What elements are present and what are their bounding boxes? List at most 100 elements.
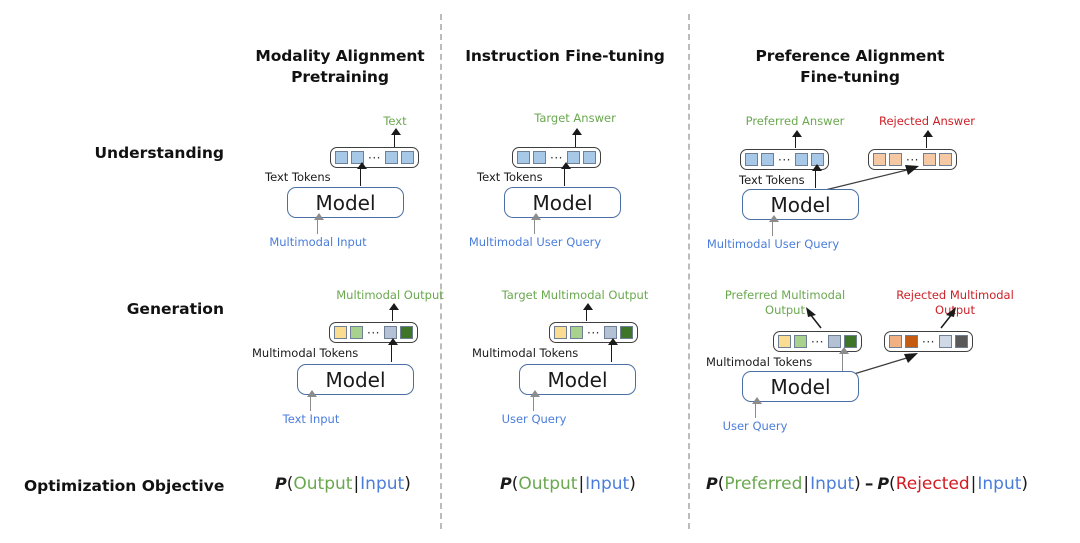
understanding-col3-rejected-token-strip: ··· bbox=[868, 149, 957, 170]
objective-formula-col2: P(Output|Input) bbox=[500, 474, 636, 494]
arrow-input-to-model bbox=[530, 213, 541, 234]
token-ellipsis: ··· bbox=[906, 152, 919, 167]
objective-output-term: Output bbox=[293, 474, 353, 494]
objective-p-symbol: P bbox=[500, 474, 512, 493]
objective-output-term: Output bbox=[518, 474, 578, 494]
understanding-col3-rejected-label: Rejected Answer bbox=[878, 114, 976, 128]
objective-close-paren: ) bbox=[404, 474, 411, 494]
generation-col1-input-label: Text Input bbox=[282, 412, 340, 426]
generation-col2-tokens-label: Multimodal Tokens bbox=[472, 346, 579, 360]
understanding-col3-model-box: Model bbox=[742, 189, 859, 220]
column-divider-2 bbox=[688, 14, 690, 529]
token-ellipsis: ··· bbox=[368, 150, 381, 165]
row-label-generation: Generation bbox=[126, 300, 224, 318]
token bbox=[400, 151, 414, 164]
generation-col3-rejected-token-strip: ··· bbox=[884, 331, 973, 352]
objective-conditional-bar-1: | bbox=[803, 474, 810, 494]
token bbox=[582, 151, 596, 164]
generation-col1-model-box: Model bbox=[297, 364, 414, 395]
token-ellipsis: ··· bbox=[367, 325, 380, 340]
column-title-instruction-fine-tuning: Instruction Fine-tuning bbox=[450, 46, 680, 67]
generation-col3-preferred-token-strip: ··· bbox=[773, 331, 862, 352]
token-ellipsis: ··· bbox=[550, 150, 563, 165]
arrow-model-to-tokens bbox=[387, 338, 398, 362]
token bbox=[794, 153, 808, 166]
token bbox=[384, 151, 398, 164]
token bbox=[570, 326, 583, 339]
arrow-tokens-to-preferred bbox=[791, 130, 802, 148]
arrow-model-to-rejected-tokens bbox=[816, 165, 919, 193]
column-title-modality-alignment-pretraining: Modality Alignment Pretraining bbox=[240, 46, 440, 88]
column-title-line1: Instruction Fine-tuning bbox=[465, 47, 665, 65]
generation-col3-model-box: Model bbox=[742, 371, 859, 402]
token bbox=[922, 153, 936, 166]
objective-minus-operator: – bbox=[864, 474, 874, 494]
column-title-line2: Fine-tuning bbox=[800, 68, 900, 86]
generation-col2-model-box: Model bbox=[519, 364, 636, 395]
arrow-tokens-to-output bbox=[582, 303, 593, 321]
arrow-model-to-preferred-tokens bbox=[838, 347, 849, 371]
objective-conditional-bar: | bbox=[578, 474, 585, 494]
understanding-col3-preferred-label: Preferred Answer bbox=[745, 114, 845, 128]
understanding-col1-input-label: Multimodal Input bbox=[269, 235, 367, 249]
objective-open-paren: ( bbox=[286, 474, 294, 494]
arrow-input-to-model bbox=[529, 390, 540, 411]
arrow-model-to-preferred-tokens bbox=[811, 164, 822, 188]
row-label-optimization-objective: Optimization Objective bbox=[24, 477, 225, 495]
arrow-input-to-model bbox=[313, 213, 324, 234]
token-ellipsis: ··· bbox=[778, 152, 791, 167]
token bbox=[889, 153, 902, 166]
token-ellipsis: ··· bbox=[922, 334, 935, 349]
objective-close-paren-1: ) bbox=[854, 474, 861, 494]
generation-col2-output-label: Target Multimodal Output bbox=[501, 288, 649, 302]
generation-col2-input-label: User Query bbox=[501, 412, 567, 426]
column-divider-1 bbox=[440, 14, 442, 529]
objective-close-paren: ) bbox=[629, 474, 636, 494]
objective-input-term: Input bbox=[585, 474, 630, 494]
generation-col3-rejected-label-line1: Rejected Multimodal bbox=[896, 288, 1014, 302]
arrow-tokens-to-rejected-output bbox=[940, 307, 956, 329]
understanding-col3-preferred-token-strip: ··· bbox=[740, 149, 829, 170]
generation-col1-token-strip: ··· bbox=[329, 322, 418, 343]
token bbox=[533, 151, 546, 164]
token bbox=[794, 335, 807, 348]
token bbox=[619, 326, 633, 339]
understanding-col1-output-label: Text bbox=[383, 114, 407, 128]
understanding-col3-input-label: Multimodal User Query bbox=[706, 237, 840, 251]
understanding-col2-input-label: Multimodal User Query bbox=[468, 235, 602, 249]
objective-open-paren: ( bbox=[511, 474, 519, 494]
token-ellipsis: ··· bbox=[811, 334, 824, 349]
objective-conditional-bar-2: | bbox=[970, 474, 977, 494]
arrow-tokens-to-output bbox=[388, 303, 399, 321]
objective-p-symbol-1: P bbox=[706, 474, 718, 493]
row-label-understanding: Understanding bbox=[94, 144, 224, 162]
arrow-input-to-model bbox=[768, 215, 779, 236]
objective-p-symbol: P bbox=[275, 474, 287, 493]
objective-preferred-term: Preferred bbox=[724, 474, 803, 494]
generation-col3-input-label: User Query bbox=[722, 419, 788, 433]
arrow-input-to-model bbox=[306, 390, 317, 411]
understanding-col2-tokens-label: Text Tokens bbox=[477, 170, 543, 184]
token bbox=[517, 151, 530, 164]
token bbox=[335, 151, 348, 164]
arrow-model-to-tokens bbox=[356, 162, 367, 186]
token bbox=[761, 153, 774, 166]
token bbox=[938, 335, 952, 348]
token bbox=[554, 326, 567, 339]
objective-close-paren-2: ) bbox=[1021, 474, 1029, 494]
understanding-col2-output-label: Target Answer bbox=[534, 111, 616, 125]
token bbox=[843, 335, 857, 348]
token bbox=[938, 153, 952, 166]
arrow-model-to-tokens bbox=[607, 338, 618, 362]
understanding-col1-model-box: Model bbox=[287, 187, 404, 218]
token bbox=[778, 335, 791, 348]
objective-input-term: Input bbox=[360, 474, 405, 494]
column-title-line1: Preference Alignment bbox=[755, 47, 945, 65]
objective-conditional-bar: | bbox=[353, 474, 360, 494]
understanding-col3-tokens-label: Text Tokens bbox=[739, 173, 805, 187]
generation-col1-tokens-label: Multimodal Tokens bbox=[252, 346, 359, 360]
objective-formula-col1: P(Output|Input) bbox=[275, 474, 411, 494]
token bbox=[566, 151, 580, 164]
objective-p-symbol-2: P bbox=[877, 474, 890, 493]
token-ellipsis: ··· bbox=[587, 325, 600, 340]
